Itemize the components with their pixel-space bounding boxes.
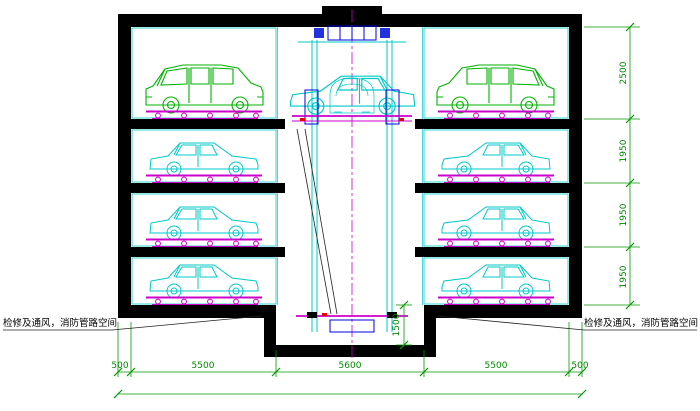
- pallet-right-2: [437, 174, 555, 184]
- pit-platform: [296, 312, 408, 333]
- floor-slab-right-2: [424, 183, 569, 193]
- note-left: 检修及通风，消防管路空间: [3, 315, 263, 331]
- dim-label-2500: 2500: [619, 61, 629, 84]
- sedan-car-right-level4: [441, 264, 551, 299]
- bay-outlines: [131, 27, 569, 305]
- pallet-right-4: [437, 296, 555, 306]
- sensor-marker-left: [300, 118, 305, 121]
- dim-label-500-right: 500: [571, 361, 588, 371]
- dim-label-5600: 5600: [339, 361, 362, 371]
- sedan-car-left-level4: [149, 264, 259, 299]
- sensor-marker-right: [399, 118, 404, 121]
- pit-floor: [264, 345, 436, 357]
- right-wall: [569, 14, 582, 318]
- pallet-right-1: [437, 110, 555, 120]
- pit-wall-left: [264, 305, 276, 345]
- left-wall: [118, 14, 131, 318]
- pallet-left-1: [145, 110, 263, 120]
- lift-shaft: [289, 25, 416, 333]
- dim-label-5500-right: 5500: [485, 361, 508, 371]
- dimension-bottom: 500 5500 5600 5500 500: [111, 322, 589, 399]
- sedan-car-left-level3: [149, 206, 259, 241]
- sensor-marker-pit: [322, 313, 327, 316]
- note-right-text: 检修及通风，消防管路空间: [584, 317, 698, 329]
- pallet-left-2: [145, 174, 263, 184]
- dim-label-1500: 1500: [392, 313, 402, 336]
- suv-car-right-level1: [436, 64, 555, 114]
- note-left-text: 检修及通风，消防管路空间: [3, 317, 117, 329]
- car-front-view: [329, 77, 375, 114]
- dimension-pit-depth: 1500: [392, 300, 412, 350]
- ground-floor-right: [424, 305, 582, 318]
- dim-label-1950-2: 1950: [619, 203, 629, 226]
- pallet-left-3: [145, 238, 263, 248]
- floor-slab-left-1: [131, 119, 276, 129]
- pallet-left-4: [145, 296, 263, 306]
- ground-floor-left: [118, 305, 276, 318]
- dim-label-1950-3: 1950: [619, 265, 629, 288]
- floor-slab-left-2: [131, 183, 276, 193]
- sedan-car-right-level3: [441, 206, 551, 241]
- pallet-right-3: [437, 238, 555, 248]
- dim-label-500-left: 500: [111, 361, 128, 371]
- suv-car-left-level1: [145, 64, 264, 114]
- dimension-right-vertical: 2500 1950 1950 1950: [584, 22, 640, 310]
- pit-wall-right: [424, 305, 436, 345]
- sedan-car-right-level2: [441, 142, 551, 177]
- sedan-car-left-level2: [149, 142, 259, 177]
- floor-slab-right-3: [424, 247, 569, 257]
- dim-label-5500-left: 5500: [192, 361, 215, 371]
- floor-slab-right-1: [424, 119, 569, 129]
- car-on-lift: [289, 75, 416, 115]
- floor-slab-left-3: [131, 247, 276, 257]
- dim-label-1950-1: 1950: [619, 139, 629, 162]
- roof-slab: [118, 14, 582, 27]
- hoist-machine: [298, 25, 406, 43]
- note-right: 检修及通风，消防管路空间: [437, 315, 698, 331]
